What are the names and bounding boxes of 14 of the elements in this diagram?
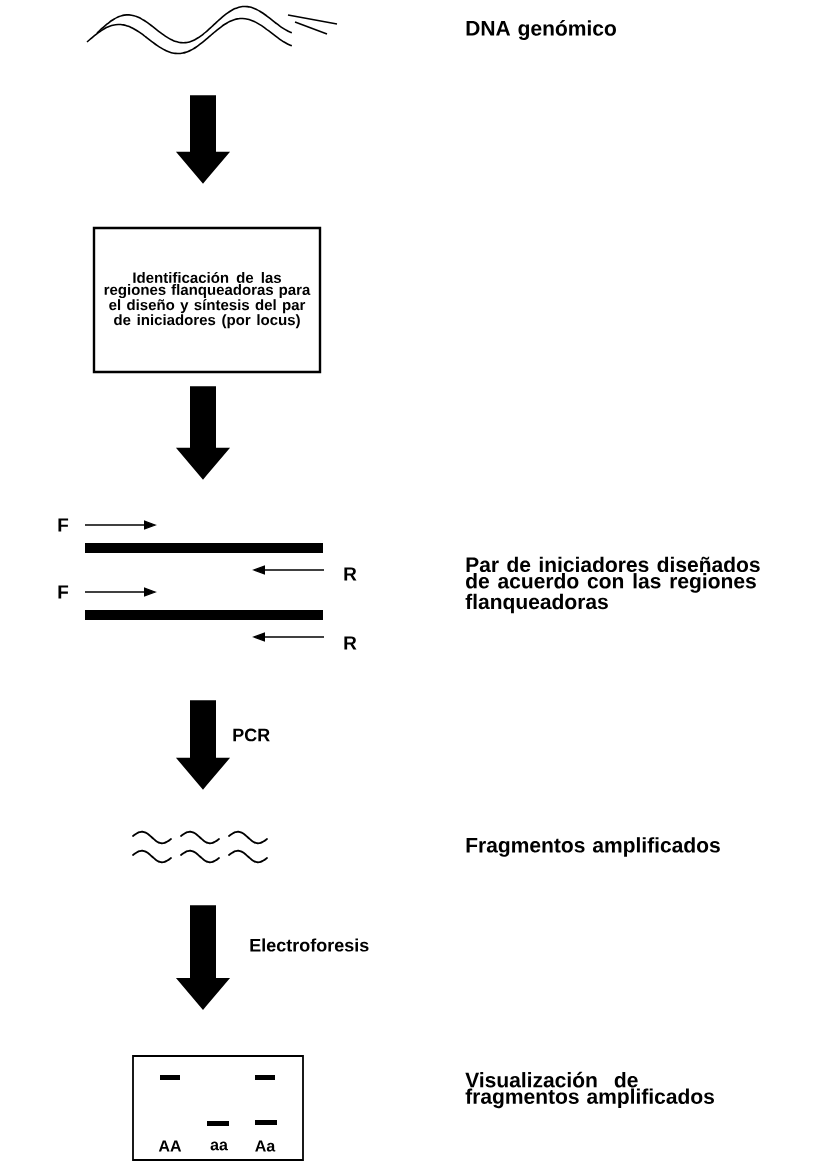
primer-label: F	[58, 518, 69, 532]
edge-label: Electroforesis	[247, 936, 372, 954]
step-label: Fragmentos amplificados	[466, 837, 720, 857]
step-label: Par de iniciadores diseñados de acuerdo con las regiones flanqueadoras	[465, 556, 760, 614]
dna-drawing	[86, 5, 338, 55]
edge-label: PCR	[230, 726, 273, 744]
primer-drawing	[84, 520, 325, 642]
step-label: Visualización de fragmentos amplificados	[465, 1071, 714, 1109]
gel-drawing: AA aa Aa	[132, 1055, 304, 1161]
fragments-drawing	[132, 830, 268, 864]
primer-label: R	[344, 567, 357, 581]
process-box: Identificación de las regiones flanqueadoras para el diseño y síntesis del par de iniciadores (por locus)	[92, 226, 322, 374]
primer-label: R	[344, 636, 357, 650]
step-label: DNA genómico	[466, 20, 616, 40]
